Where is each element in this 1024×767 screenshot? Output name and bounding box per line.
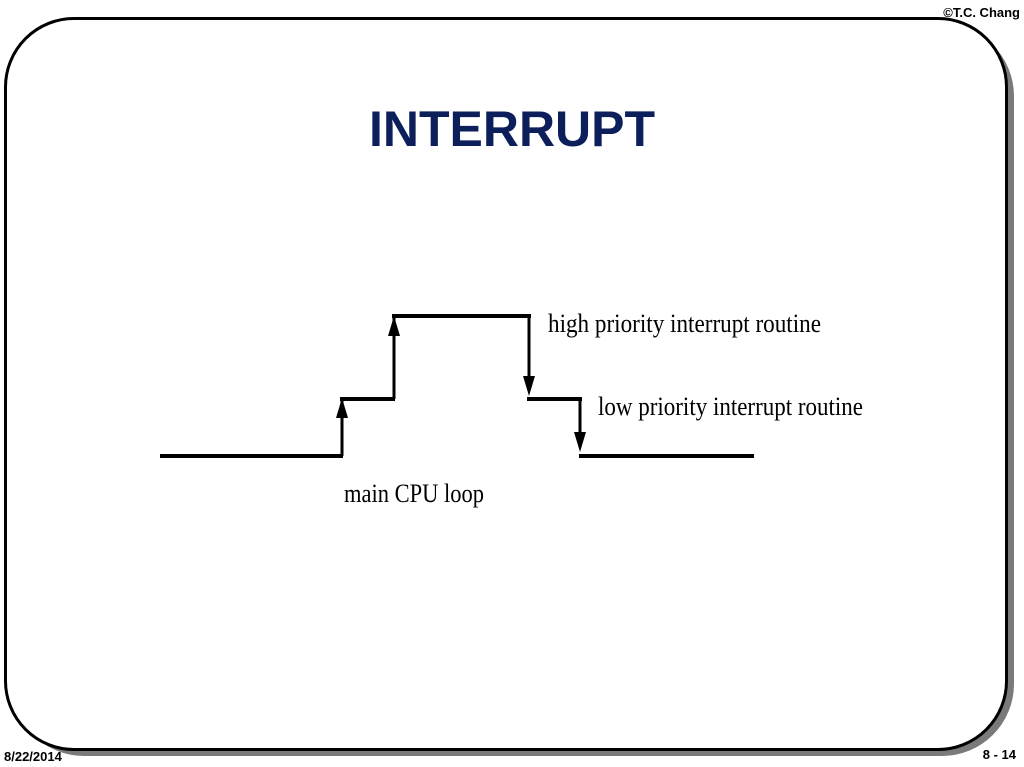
slide-frame — [4, 17, 1008, 751]
main-loop-label: main CPU loop — [344, 479, 484, 508]
copyright-text: ©T.C. Chang — [943, 5, 1020, 20]
arrowhead-up-low-to-high — [388, 316, 400, 336]
high-priority-label: high priority interrupt routine — [548, 309, 821, 338]
footer-page-number: 8 - 14 — [982, 747, 1016, 762]
slide-title: INTERRUPT — [368, 101, 656, 157]
arrowhead-down-high-to-low — [523, 376, 535, 396]
arrowhead-down-low-to-main — [574, 432, 586, 452]
footer-date: 8/22/2014 — [4, 749, 62, 764]
arrowhead-up-main-to-low — [336, 398, 348, 418]
low-priority-label: low priority interrupt routine — [598, 392, 863, 421]
